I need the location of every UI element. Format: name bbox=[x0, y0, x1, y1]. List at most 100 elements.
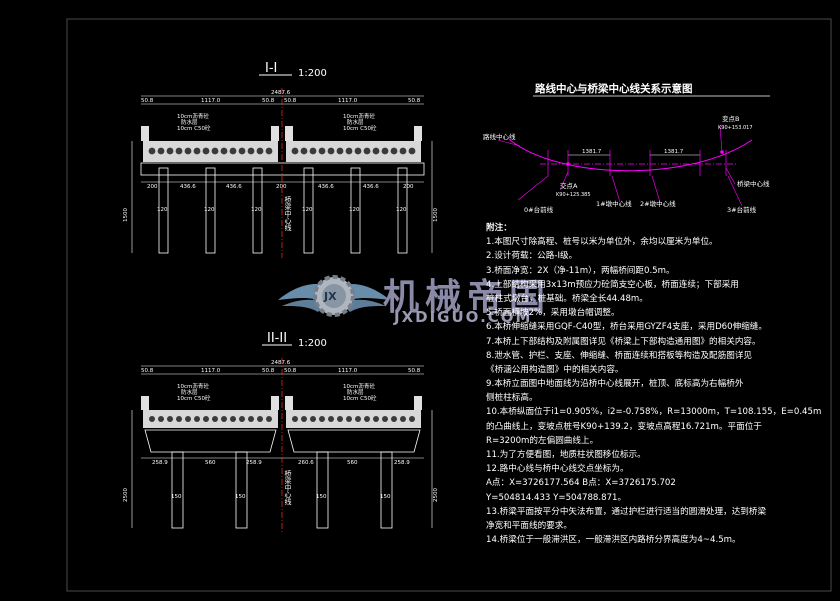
watermark-subtext: JXDIGUO.COM bbox=[394, 308, 533, 326]
s2-pier-label-0: 150 bbox=[171, 494, 182, 500]
s2-mark-3: 260.6 bbox=[298, 460, 314, 466]
relation-dist: 1381.7 bbox=[582, 149, 602, 155]
relation-axis-1: 1#墩中心线 bbox=[596, 199, 632, 208]
relation-abut-3: 3#台前线 bbox=[727, 205, 757, 214]
s2-mark-1: 560 bbox=[205, 460, 216, 466]
s1-pier-label-2: 120 bbox=[251, 207, 262, 213]
relation-point-a-coord: K90+125.385 bbox=[556, 192, 591, 198]
notes-block: 附注： 1.本图尺寸除高程、桩号以米为单位外，余均以厘米为单位。 2.设计荷载：… bbox=[486, 221, 826, 547]
section-1-overall-width: 2487.6 bbox=[271, 90, 291, 96]
note-line: 4.上部结构采用3x13m预应力砼简支空心板，桥面连续；下部采用 bbox=[486, 279, 739, 290]
s1-pier-label-1: 120 bbox=[204, 207, 215, 213]
s1-pier-label-4: 120 bbox=[349, 207, 360, 213]
note-line: 3.桥面净宽：2X（净-11m），两幅桥间距0.5m。 bbox=[486, 265, 675, 276]
s2-pier-label-2: 150 bbox=[316, 494, 327, 500]
s2-layer-bot-right: 10cm C50砼 bbox=[343, 394, 377, 402]
section-2: II-II 1:200 2487.6 50.8 1117.0 50.8 50.8… bbox=[123, 331, 439, 532]
s1-dim-left: 1500 bbox=[123, 208, 129, 222]
section-2-overall-width: 2487.6 bbox=[271, 360, 291, 366]
s1-pier-label-0: 120 bbox=[157, 207, 168, 213]
note-line: 6.本桥伸缩缝采用GQF-C40型，桥台采用GYZF4支座，采用D60伸缩缝。 bbox=[486, 322, 767, 333]
s2-deck bbox=[141, 396, 422, 428]
s1-mark-6: 200 bbox=[403, 184, 414, 190]
watermark-logo: JX bbox=[278, 275, 390, 317]
s1-mark-3: 200 bbox=[276, 184, 287, 190]
note-line: 1.本图尺寸除高程、桩号以米为单位外，余均以厘米为单位。 bbox=[486, 237, 718, 248]
note-line: 净宽和平面线的要求。 bbox=[486, 520, 572, 531]
s1-layer-bot-left: 10cm C50砼 bbox=[177, 124, 211, 132]
s1-mark-4: 436.6 bbox=[318, 184, 334, 190]
note-line: 8.泄水管、护栏、支座、伸缩缝、桥面连续和搭板等构造及配筋图详见 bbox=[486, 350, 753, 361]
note-line: Y=504814.433 Y=504788.871。 bbox=[486, 492, 627, 503]
s2-width-1: 1117.0 bbox=[201, 368, 221, 374]
watermark-logo-text: JX bbox=[323, 290, 337, 303]
s2-mark-2: 258.9 bbox=[246, 460, 262, 466]
relation-title: 路线中心与桥梁中心线关系示意图 bbox=[535, 82, 693, 95]
s1-pier-label-3: 120 bbox=[302, 207, 313, 213]
s2-layer-top-left: 10cm沥青砼 bbox=[177, 382, 209, 390]
s1-layer-mid-left: 防水层 bbox=[181, 118, 198, 126]
relation-bridge-center: 桥梁中心线 bbox=[737, 179, 770, 188]
s2-centerline-label: 桥梁中心线 bbox=[284, 469, 292, 505]
s2-mark-5: 258.9 bbox=[394, 460, 410, 466]
s1-width-5: 50.8 bbox=[408, 98, 421, 104]
note-line: 14.桥梁位于一般滞洪区，一般滞洪区内路桥分界高度为4~4.5m。 bbox=[486, 535, 741, 546]
s2-piers bbox=[171, 451, 393, 529]
s1-pier-cap bbox=[140, 162, 425, 176]
s2-layer-bot-left: 10cm C50砼 bbox=[177, 394, 211, 402]
s1-pier-label-5: 120 bbox=[396, 207, 407, 213]
relation-diagram: 路线中心与桥梁中心线关系示意图 1381.7 1381.7 bbox=[483, 82, 770, 214]
note-line: 侧桩柱标高。 bbox=[486, 393, 538, 404]
s2-width-0: 50.8 bbox=[141, 368, 154, 374]
section-2-scale: 1:200 bbox=[298, 338, 327, 349]
s1-mark-2: 436.6 bbox=[226, 184, 242, 190]
note-line: 12.路中心线与桥中心线交点坐标为。 bbox=[486, 464, 629, 475]
s1-width-2: 50.8 bbox=[262, 98, 275, 104]
section-1-scale: 1:200 bbox=[298, 68, 327, 79]
relation-dist-2: 1381.7 bbox=[664, 149, 684, 155]
section-2-title: II-II bbox=[267, 331, 287, 346]
s1-width-4: 1117.0 bbox=[338, 98, 358, 104]
s1-layer-top-right: 10cm沥青砼 bbox=[343, 112, 375, 120]
note-line: 桩柱式墩台，桩基础。桥梁全长44.48m。 bbox=[486, 293, 648, 304]
note-line: 10.本桥纵面位于i1=0.905%，i2=-0.758%，R=13000m，T… bbox=[486, 407, 822, 418]
s2-width-2: 50.8 bbox=[262, 368, 275, 374]
note-line: A点：X=3726177.564 B点：X=3726175.702 bbox=[486, 478, 676, 489]
relation-axes bbox=[547, 150, 727, 176]
s1-centerline-label: 桥梁中心线 bbox=[284, 195, 292, 231]
section-1-title: I-I bbox=[265, 61, 277, 76]
s1-width-0: 50.8 bbox=[141, 98, 154, 104]
s1-layer-bot-right: 10cm C50砼 bbox=[343, 124, 377, 132]
s1-width-3: 50.8 bbox=[284, 98, 297, 104]
s2-pier-label-1: 150 bbox=[235, 494, 246, 500]
s2-layer-top-right: 10cm沥青砼 bbox=[343, 382, 375, 390]
watermark-text: 机械帝国 bbox=[383, 277, 552, 318]
s2-bent-caps bbox=[144, 429, 421, 453]
note-line: 2.设计荷载：公路-I级。 bbox=[486, 251, 578, 262]
s1-layer-mid-right: 防水层 bbox=[347, 118, 364, 126]
watermark: 机械帝国 JXDIGUO.COM bbox=[268, 262, 608, 332]
s1-mark-1: 436.6 bbox=[180, 184, 196, 190]
note-line: 7.本桥上下部结构及附属图详见《桥梁上下部构造通用图》的相关内容。 bbox=[486, 336, 761, 347]
s2-width-4: 1117.0 bbox=[338, 368, 358, 374]
s2-dim-left: 2500 bbox=[123, 488, 129, 502]
note-line: 的凸曲线上，变坡点桩号K90+139.2，变坡点高程16.721m。平面位于 bbox=[486, 421, 762, 432]
s1-mark-5: 436.6 bbox=[363, 184, 379, 190]
note-line: 13.桥梁平面按平分中矢法布置，通过护栏进行适当的圆滑处理，达到桥梁 bbox=[486, 506, 767, 517]
notes-heading: 附注： bbox=[486, 223, 512, 233]
relation-point-b: 变点B bbox=[722, 114, 739, 123]
s2-width-3: 50.8 bbox=[284, 368, 297, 374]
relation-point-a: 交点A bbox=[560, 181, 578, 190]
note-line: 《桥涵公用构造图》中的相关内容。 bbox=[486, 364, 624, 375]
s2-width-5: 50.8 bbox=[408, 368, 421, 374]
s2-dim-right: 2500 bbox=[433, 488, 439, 502]
s2-mark-0: 258.9 bbox=[152, 460, 168, 466]
note-line: 9.本桥立面图中地面线为沿桥中心线展开，桩顶、底标高为右幅桥外 bbox=[486, 379, 744, 390]
note-line: R=3200m的左偏圆曲线上。 bbox=[486, 435, 599, 446]
section-1: I-I 1:200 2487.6 50.8 1117.0 50.8 50.8 1… bbox=[123, 61, 439, 258]
note-line: 11.为了方便看图，地质柱状图移位标示。 bbox=[486, 450, 646, 460]
s1-deck bbox=[141, 126, 422, 162]
s1-mark-0: 200 bbox=[147, 184, 158, 190]
